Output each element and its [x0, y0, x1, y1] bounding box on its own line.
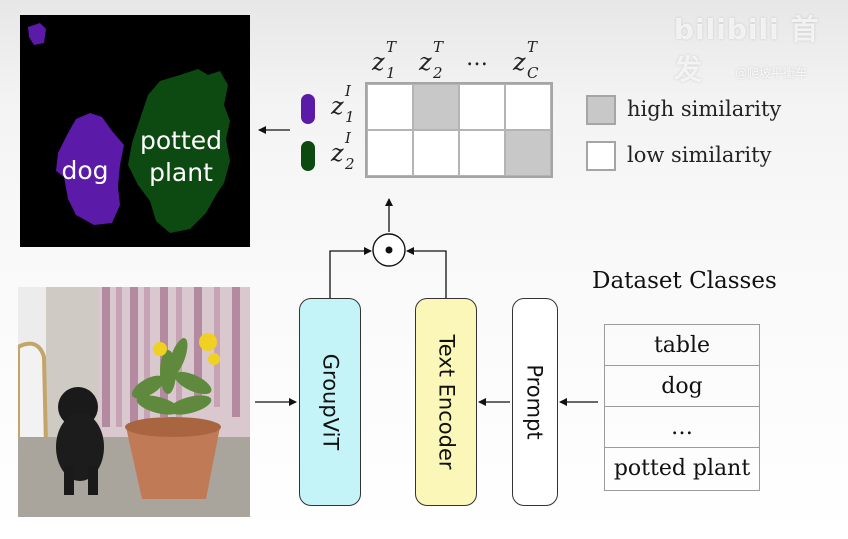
text-token-ellipsis: …	[466, 46, 488, 71]
text-encoder-block: Text Encoder	[415, 298, 477, 506]
image-token-1-swatch	[301, 94, 315, 124]
similarity-cell-2-2	[413, 130, 459, 176]
similarity-cell-1-3	[459, 84, 505, 130]
segmentation-output: dog potted plant	[20, 15, 250, 247]
dog-mask-label: dog	[61, 156, 109, 185]
plant-mask-label: potted plant	[139, 126, 223, 187]
dog-segment	[56, 113, 124, 225]
legend-low-swatch	[586, 141, 616, 171]
image-token-1: z I 1	[331, 82, 355, 126]
class-item: dog	[605, 366, 759, 407]
similarity-matrix	[365, 82, 553, 178]
similarity-cell-2-4	[505, 130, 551, 176]
small-purple-segment	[28, 23, 46, 45]
legend-high-swatch	[586, 95, 616, 125]
legend-low-label: low similarity	[627, 143, 772, 167]
watermark-handle: @爬坡平衡车	[735, 66, 808, 80]
dataset-classes-title: Dataset Classes	[592, 268, 777, 294]
prompt-block: Prompt	[512, 298, 558, 506]
class-item: table	[605, 325, 759, 366]
groupvit-block: GroupViT	[299, 298, 361, 506]
plant-segment	[128, 69, 230, 233]
groupvit-label: GroupViT	[318, 353, 342, 451]
dog-silhouette	[56, 387, 104, 495]
text-token-2: z T 2	[419, 38, 444, 82]
input-photo-illustration	[16, 287, 250, 517]
image-token-2-swatch	[301, 141, 315, 171]
input-image	[16, 287, 250, 517]
flowers	[153, 333, 220, 365]
dataset-classes-table: table dog … potted plant	[604, 324, 760, 491]
similarity-cell-1-1	[367, 84, 413, 130]
prompt-label: Prompt	[523, 364, 547, 440]
similarity-cell-1-2	[413, 84, 459, 130]
text-token-c: z T C	[513, 38, 539, 82]
similarity-cell-1-4	[505, 84, 551, 130]
pot	[125, 417, 221, 499]
class-item: …	[605, 407, 759, 448]
image-token-2: z I 2	[331, 129, 355, 173]
class-item: potted plant	[613, 456, 751, 481]
legend-high-label: high similarity	[627, 97, 782, 121]
plant-leaves	[131, 338, 212, 415]
text-token-1: z T 1	[372, 38, 397, 82]
watermark-logo: bilibili 首发	[674, 13, 820, 86]
segmentation-map	[28, 23, 230, 233]
similarity-cell-2-3	[459, 130, 505, 176]
text-encoder-label: Text Encoder	[434, 334, 459, 470]
similarity-cell-2-1	[367, 130, 413, 176]
